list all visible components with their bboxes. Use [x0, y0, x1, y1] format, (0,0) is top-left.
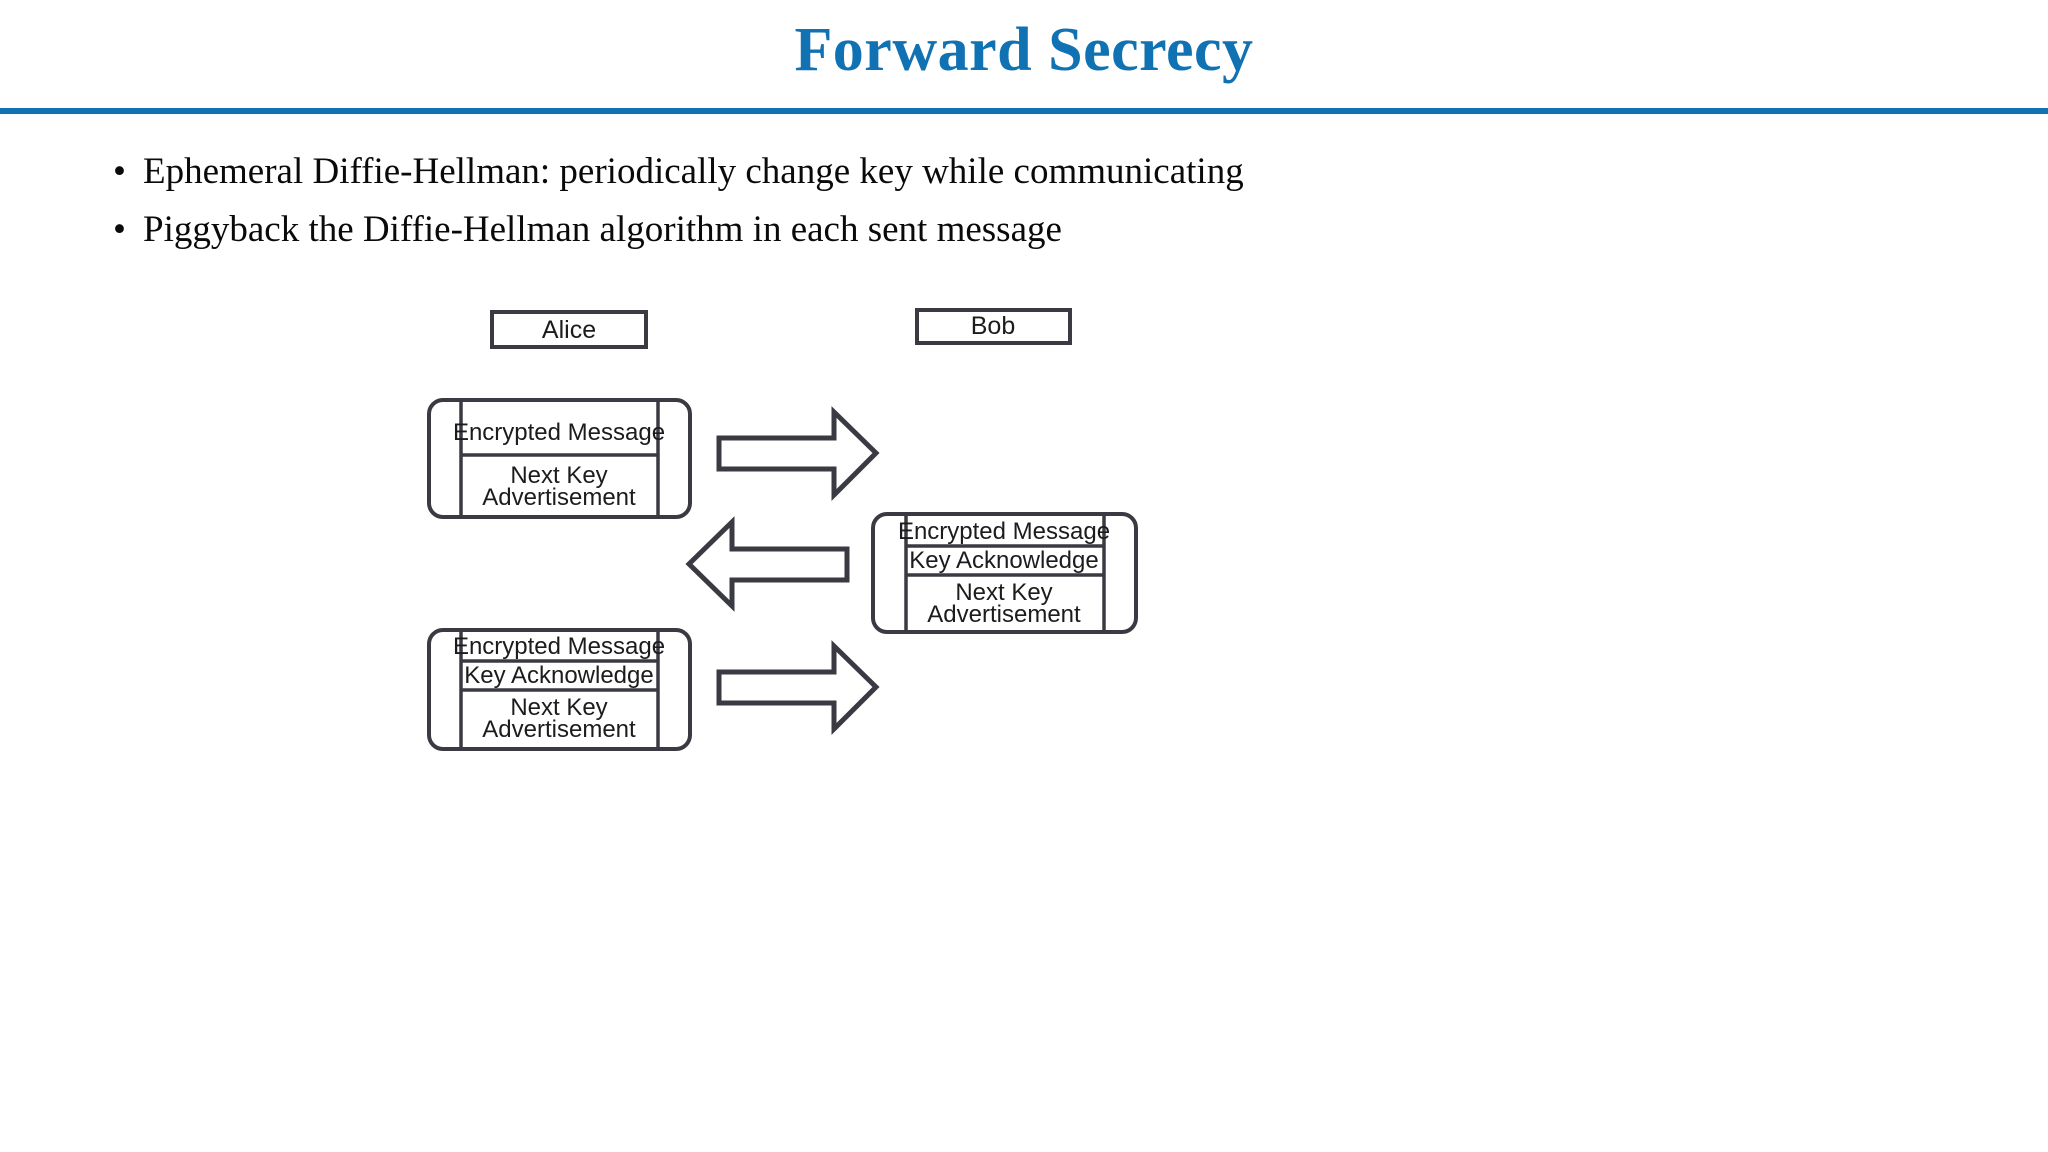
packet-2: Encrypted Message Key Acknowledge Next K… — [871, 512, 1138, 634]
packet-2-row-0-label: Encrypted Message — [898, 518, 1110, 545]
actor-label-alice: Alice — [542, 316, 596, 344]
bullet-text-1: Piggyback the Diffie-Hellman algorithm i… — [143, 209, 1062, 250]
actor-box-alice: Alice — [490, 310, 648, 349]
packet-1: Encrypted Message Next Key Advertisement — [427, 398, 692, 519]
packet-3: Encrypted Message Key Acknowledge Next K… — [427, 628, 692, 751]
bullet-item-1: • Piggyback the Diffie-Hellman algorithm… — [113, 201, 1613, 259]
packet-3-row-0-label: Encrypted Message — [453, 633, 665, 660]
actor-label-bob: Bob — [971, 312, 1015, 340]
arrow-3-right-icon — [716, 640, 880, 736]
bullet-marker-icon: • — [113, 151, 126, 192]
packet-3-row-2-label-line2: Advertisement — [482, 716, 636, 743]
page-title: Forward Secrecy — [794, 16, 1254, 84]
packet-3-row-2-label-line1: Next Key — [510, 694, 607, 721]
bullet-text-0: Ephemeral Diffie-Hellman: periodically c… — [143, 151, 1244, 192]
packet-2-row-2-label-line1: Next Key — [955, 579, 1052, 606]
packet-3-row-1-label: Key Acknowledge — [464, 662, 653, 689]
bullet-item-0: • Ephemeral Diffie-Hellman: periodically… — [113, 143, 1613, 201]
actor-box-bob: Bob — [915, 308, 1072, 345]
arrow-2-left-icon — [685, 516, 850, 612]
packet-2-row-1-label: Key Acknowledge — [909, 547, 1098, 574]
bullet-marker-icon: • — [113, 209, 126, 250]
title-divider-rule — [0, 108, 2048, 114]
bullet-list: • Ephemeral Diffie-Hellman: periodically… — [113, 143, 1613, 259]
arrow-1-right-icon — [716, 406, 880, 502]
packet-1-row-1-label-line1: Next Key — [510, 462, 607, 489]
packet-2-row-2-label-line2: Advertisement — [927, 601, 1081, 628]
packet-1-row-0-label: Encrypted Message — [453, 419, 665, 446]
packet-1-row-1-label-line2: Advertisement — [482, 484, 636, 511]
